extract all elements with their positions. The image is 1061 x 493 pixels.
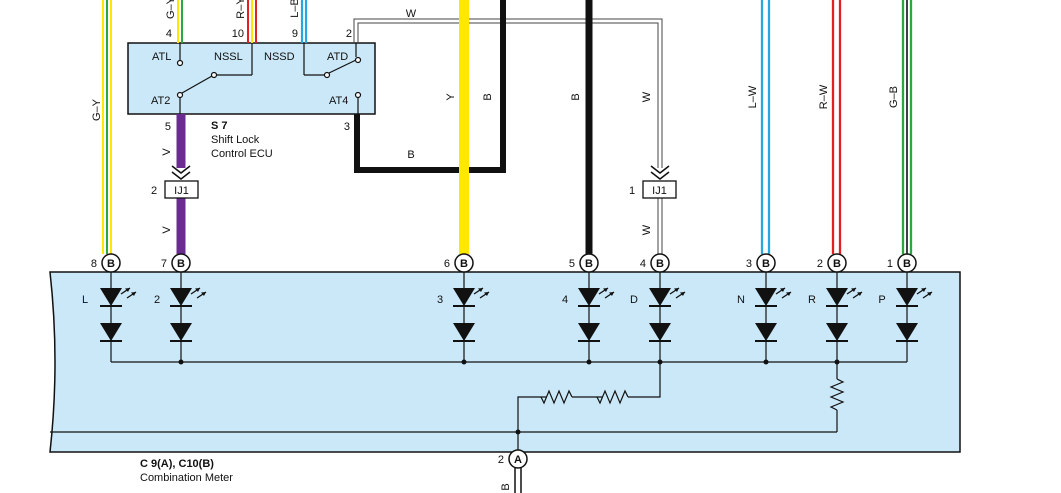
ecu-terminal-at4: AT4	[329, 95, 348, 107]
junction-label: IJ1	[174, 185, 189, 197]
junction-ij1-right: IJ1 1	[629, 165, 677, 199]
led-label-3: 3	[437, 294, 443, 306]
indicator-circuit	[50, 272, 908, 452]
wire-g-y-top	[177, 0, 183, 43]
meter-pin-number: 5	[569, 258, 575, 270]
meter-pin-number: 2	[817, 258, 823, 270]
wire-label-g-y-top: G–Y	[165, 0, 177, 19]
ecu-pin-nssl: 10	[232, 28, 244, 40]
wire-label-b-loop-vertical: B	[482, 93, 494, 100]
ecu-terminal-nssl: NSSL	[214, 51, 243, 63]
ecu-terminal-atl: ATL	[152, 51, 171, 63]
meter-pin-number: 1	[887, 258, 893, 270]
wire-l-b-top	[300, 0, 308, 43]
connector-letter: B	[762, 258, 770, 270]
ecu-name-line1: Shift Lock	[211, 134, 260, 146]
meter-name: Combination Meter	[140, 472, 233, 484]
meter-pin-number: 3	[746, 258, 752, 270]
wire-g-b	[901, 0, 913, 254]
junction-dots	[178, 359, 840, 435]
wire-label-b: B	[570, 93, 582, 100]
led-label-r: R	[808, 294, 816, 306]
ecu-pin-at4: 3	[344, 121, 350, 133]
wire-label-v-upper: V	[161, 148, 173, 156]
wire-label-l-b-top: L–B	[289, 0, 301, 18]
wire-label-w-top: W	[406, 8, 417, 20]
wire-label-g-y: G–Y	[91, 98, 103, 121]
ground-pin-number: 2	[498, 454, 504, 466]
ecu-pin-nssd: 9	[292, 28, 298, 40]
meter-pin-number: 7	[161, 258, 167, 270]
wire-label-ground-b: B	[500, 483, 512, 490]
led-label-d: D	[630, 294, 638, 306]
wire-label-w-lower: W	[641, 224, 653, 235]
wire-label-r-w: R–W	[818, 84, 830, 109]
wire-label-g-b: G–B	[888, 86, 900, 108]
wire-w	[353, 18, 663, 254]
wire-r-w	[831, 0, 842, 254]
meter-pin-number: 8	[91, 258, 97, 270]
meter-code: C 9(A), C10(B)	[140, 458, 214, 470]
led-label-p: P	[878, 294, 885, 306]
ecu-switches	[176, 43, 362, 114]
led-label-n: N	[737, 294, 745, 306]
connector-letter: B	[903, 258, 911, 270]
ecu-terminal-at2: AT2	[151, 95, 170, 107]
junction-pin-left: 2	[151, 185, 157, 197]
ground-connector-letter: A	[514, 454, 522, 466]
wire-r-y-top	[247, 0, 257, 43]
connector-letter: B	[656, 258, 664, 270]
junction-ij1-left: IJ1 2	[151, 165, 199, 199]
ecu-terminal-nssd: NSSD	[264, 51, 295, 63]
wire-label-w: W	[641, 91, 653, 102]
connector-letter: B	[585, 258, 593, 270]
meter-connectors	[101, 253, 917, 273]
wire-label-v-lower: V	[161, 226, 173, 234]
wire-l-w	[760, 0, 771, 254]
connector-letter: B	[177, 258, 185, 270]
ecu-terminal-atd: ATD	[327, 51, 348, 63]
wire-label-y: Y	[445, 93, 457, 101]
wire-label-r-y-top: R–Y	[235, 0, 247, 19]
led-label-2: 2	[154, 294, 160, 306]
ecu-pin-atd: 2	[346, 28, 352, 40]
ecu-pin-at2: 5	[165, 121, 171, 133]
meter-pin-number: 6	[444, 258, 450, 270]
junction-label: IJ1	[652, 185, 667, 197]
junction-pin-right: 1	[629, 185, 635, 197]
ecu-code: S 7	[211, 120, 228, 132]
wire-label-l-w: L–W	[747, 85, 759, 108]
meter-pin-number: 4	[640, 258, 646, 270]
ground-connector	[508, 449, 528, 493]
ecu-name-line2: Control ECU	[211, 148, 273, 160]
connector-letter: B	[460, 258, 468, 270]
connector-letter: B	[107, 258, 115, 270]
wire-label-b-loop: B	[407, 149, 414, 161]
wire-g-y-left	[102, 0, 112, 254]
connector-letter: B	[833, 258, 841, 270]
ecu-pin-atl: 4	[166, 28, 172, 40]
led-label-l: L	[82, 294, 88, 306]
led-label-4: 4	[562, 294, 568, 306]
wire-b-loop	[354, 0, 506, 173]
